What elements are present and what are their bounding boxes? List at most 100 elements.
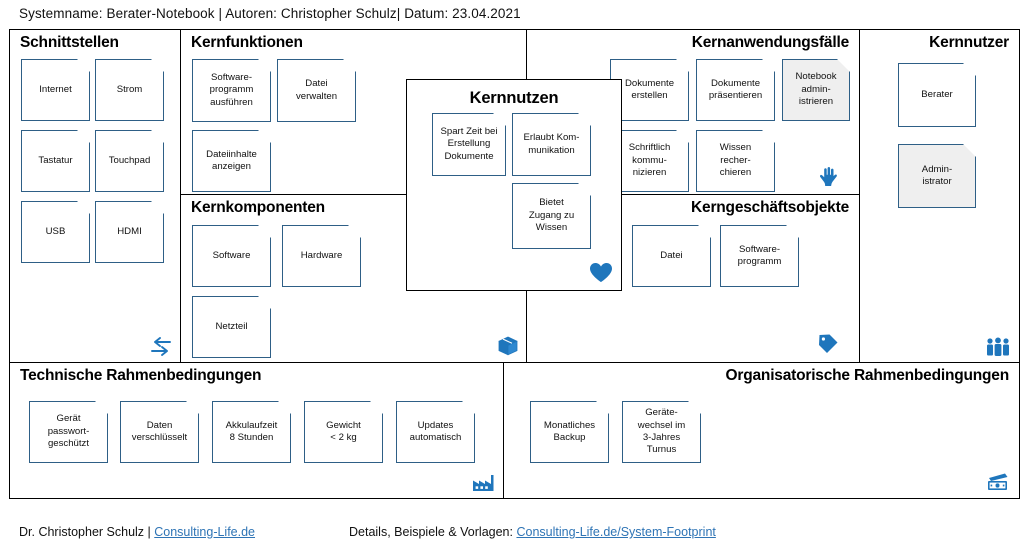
card-label: Berater [921, 88, 953, 100]
card-monatliches-backup[interactable]: Monatliches Backup [530, 401, 609, 463]
card-label: Dokumente erstellen [624, 77, 675, 101]
footer-author: Dr. Christopher Schulz | Consulting-Life… [19, 525, 255, 539]
card-label: HDMI [117, 225, 142, 237]
card-label: Wissen recher- chieren [719, 142, 752, 179]
card-label: USB [45, 225, 66, 237]
fold-corner-icon [346, 226, 360, 240]
card-schriftlich-kommunizieren[interactable]: Schriftlich kommu- nizieren [610, 130, 689, 192]
fold-corner-icon [149, 202, 163, 216]
zone-organisatorische-rahmenbedingungen: Organisatorische Rahmenbedingungen Monat… [503, 362, 1020, 499]
card-erlaubt-kommunikation[interactable]: Erlaubt Kom- munikation [512, 113, 591, 176]
card-label: Datei verwalten [295, 78, 338, 102]
card-touchpad[interactable]: Touchpad [95, 130, 164, 192]
zone-title-kerngeschaeftsobjekte: Kerngeschäftsobjekte [691, 199, 849, 216]
fold-corner-icon [149, 131, 163, 145]
fold-corner-icon [184, 402, 198, 416]
card-label: Datei [660, 249, 683, 261]
fold-corner-icon [276, 402, 290, 416]
card-label: Tastatur [38, 154, 73, 166]
fold-corner-icon [594, 402, 608, 416]
card-label: Erlaubt Kom- munikation [523, 132, 580, 156]
card-label: Strom [116, 83, 143, 95]
card-softwareprogramm-objekt[interactable]: Software- programm [720, 225, 799, 287]
card-wissen-recherchieren[interactable]: Wissen recher- chieren [696, 130, 775, 192]
fold-corner-icon [75, 60, 89, 74]
card-notebook-administrieren[interactable]: Notebook admin- istrieren [782, 59, 850, 121]
footer-author-link[interactable]: Consulting-Life.de [154, 525, 256, 539]
factory-icon [468, 466, 494, 492]
card-internet[interactable]: Internet [21, 59, 90, 121]
card-group-kernfunktionen: Software- programm ausführen Datei verwa… [181, 30, 526, 194]
card-label: Schriftlich kommu- nizieren [628, 142, 671, 179]
card-label: Touchpad [108, 154, 151, 166]
card-label: Dokumente präsentieren [708, 77, 763, 101]
card-hardware[interactable]: Hardware [282, 225, 361, 287]
fold-corner-icon [760, 131, 774, 145]
card-label: Software- programm ausführen [209, 71, 254, 108]
fold-corner-icon [674, 131, 688, 145]
card-berater[interactable]: Berater [898, 63, 976, 127]
zone-title-schnittstellen: Schnittstellen [20, 34, 119, 51]
card-label: Gewicht < 2 kg [326, 419, 361, 443]
card-updates-automatisch[interactable]: Updates automatisch [396, 401, 475, 463]
zone-kernnutzer: Kernnutzer Berater Admin- istrator [859, 29, 1020, 363]
card-label: Notebook admin- istrieren [795, 71, 837, 108]
footer-author-text: Dr. Christopher Schulz | [19, 525, 155, 539]
card-software[interactable]: Software [192, 225, 271, 287]
fold-corner-icon [576, 184, 590, 198]
card-tastatur[interactable]: Tastatur [21, 130, 90, 192]
card-label: Admin- istrator [921, 163, 953, 187]
card-netzteil[interactable]: Netzteil [192, 296, 271, 358]
card-softwareprogramm-ausfuehren[interactable]: Software- programm ausführen [192, 59, 271, 122]
fold-corner-icon [256, 226, 270, 240]
card-label: Spart Zeit bei Erstellung Dokumente [440, 125, 498, 162]
heart-icon [587, 257, 613, 283]
card-akkulaufzeit[interactable]: Akkulaufzeit 8 Stunden [212, 401, 291, 463]
card-datei-verwalten[interactable]: Datei verwalten [277, 59, 356, 122]
card-label: Updates automatisch [409, 419, 462, 443]
card-strom[interactable]: Strom [95, 59, 164, 121]
card-group-kernnutzer: Berater Admin- istrator [860, 30, 1019, 362]
fold-corner-icon [674, 60, 688, 74]
card-geraet-passwortgeschuetzt[interactable]: Gerät passwort- geschützt [29, 401, 108, 463]
card-administrator[interactable]: Admin- istrator [898, 144, 976, 208]
card-spart-zeit[interactable]: Spart Zeit bei Erstellung Dokumente [432, 113, 506, 176]
card-usb[interactable]: USB [21, 201, 90, 263]
zone-schnittstellen: Schnittstellen Internet Strom Tastatur T… [9, 29, 181, 363]
fold-corner-icon [460, 402, 474, 416]
card-dokumente-erstellen[interactable]: Dokumente erstellen [610, 59, 689, 121]
card-group-kernnutzen: Spart Zeit bei Erstellung Dokumente Erla… [407, 80, 621, 290]
fold-corner-icon [696, 226, 710, 240]
zone-title-kernfunktionen: Kernfunktionen [191, 34, 303, 51]
zone-kernnutzen: Kernnutzen Spart Zeit bei Erstellung Dok… [406, 79, 622, 291]
card-dokumente-praesentieren[interactable]: Dokumente präsentieren [696, 59, 775, 121]
card-group-kernanwendungsfaelle: Dokumente erstellen Dokumente präsentier… [527, 30, 859, 194]
header-meta-line: Systemname: Berater-Notebook | Autoren: … [19, 6, 521, 21]
tag-icon [813, 329, 839, 355]
users-icon [985, 331, 1011, 357]
card-label: Netzteil [215, 320, 248, 332]
card-bietet-zugang-zu-wissen[interactable]: Bietet Zugang zu Wissen [512, 183, 591, 249]
zone-title-kernnutzer: Kernnutzer [929, 34, 1009, 51]
fold-corner-icon [256, 297, 270, 311]
card-dateiinhalte-anzeigen[interactable]: Dateiinhalte anzeigen [192, 130, 271, 192]
fold-corner-icon [961, 64, 975, 78]
card-group-kerngeschaeftsobjekte: Datei Software- programm [527, 195, 859, 362]
fold-corner-icon [760, 60, 774, 74]
card-label: Software [212, 249, 251, 261]
card-label: Geräte- wechsel im 3-Jahres Turnus [637, 407, 686, 456]
card-label: Monatliches Backup [543, 419, 596, 443]
fold-corner-icon [961, 145, 975, 159]
card-hdmi[interactable]: HDMI [95, 201, 164, 263]
fold-corner-icon [75, 202, 89, 216]
fold-corner-icon [256, 60, 270, 74]
footer-details: Details, Beispiele & Vorlagen: Consultin… [349, 525, 716, 539]
card-geraetewechsel[interactable]: Geräte- wechsel im 3-Jahres Turnus [622, 401, 701, 463]
card-datei-objekt[interactable]: Datei [632, 225, 711, 287]
card-daten-verschluesselt[interactable]: Daten verschlüsselt [120, 401, 199, 463]
footer-details-link[interactable]: Consulting-Life.de/System-Footprint [516, 525, 716, 539]
card-gewicht[interactable]: Gewicht < 2 kg [304, 401, 383, 463]
fold-corner-icon [256, 131, 270, 145]
zone-title-technische: Technische Rahmenbedingungen [20, 367, 262, 384]
card-label: Bietet Zugang zu Wissen [528, 197, 575, 234]
